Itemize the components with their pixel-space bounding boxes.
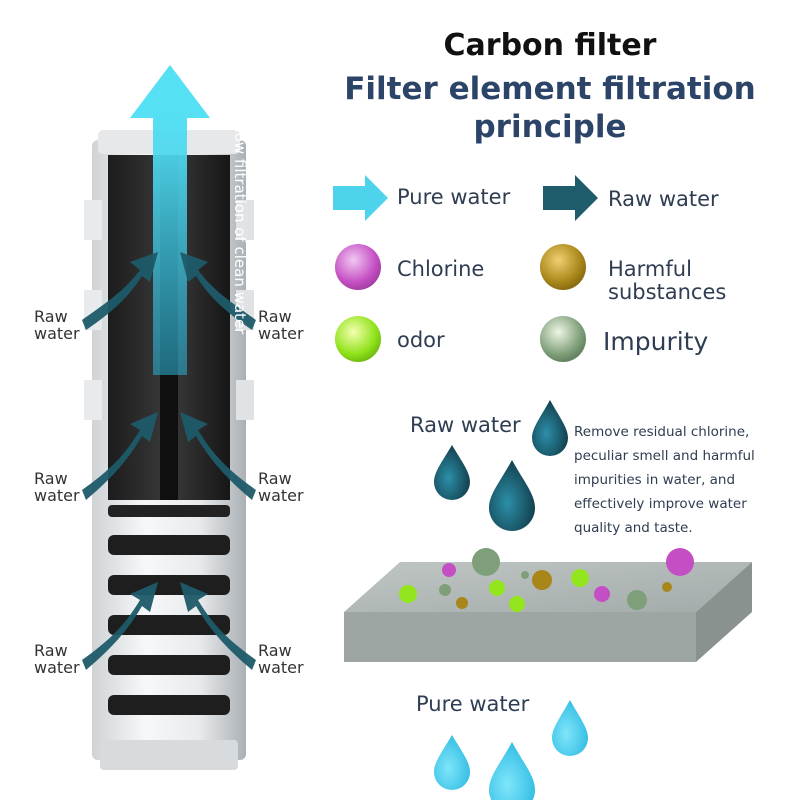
- raw-water-heading: Raw water: [410, 413, 521, 437]
- harmful-substances-ball-icon: [540, 244, 586, 290]
- chlorine-ball-icon: [335, 244, 381, 290]
- vertical-flow-label: High flow filtration of clean water: [231, 84, 249, 335]
- raw-water-label-left-top: Raw water: [34, 307, 80, 343]
- up-arrow-icon: [130, 65, 210, 375]
- raw-water-flow-arrows: [82, 252, 256, 670]
- odor-ball-icon: [335, 316, 381, 362]
- pure-water-drops: [434, 700, 588, 800]
- raw-water-label-right-top: Raw water: [258, 307, 304, 343]
- page-subtitle-line1: Filter element filtration: [344, 71, 756, 107]
- pure-water-heading: Pure water: [416, 692, 530, 716]
- legend-chlorine-label: Chlorine: [397, 257, 485, 281]
- page-subtitle-line2: principle: [473, 109, 627, 145]
- raw-water-drops: [434, 400, 568, 531]
- filter-base-slots: [108, 505, 230, 715]
- legend-odor-label: odor: [397, 328, 445, 352]
- particles: [399, 548, 694, 612]
- pure-water-arrow-icon: [333, 175, 388, 221]
- legend-harmful-label: Harmful substances: [608, 257, 727, 304]
- legend-raw-water-label: Raw water: [608, 187, 719, 211]
- impurity-ball-icon: [540, 316, 586, 362]
- raw-water-label-right-bottom: Raw water: [258, 641, 304, 677]
- filtration-description: Remove residual chlorine, peculiar smell…: [574, 424, 755, 536]
- raw-water-arrow-icon: [543, 175, 598, 221]
- raw-water-label-left-mid: Raw water: [34, 469, 80, 505]
- legend-impurity-label: Impurity: [603, 327, 709, 356]
- raw-water-label-left-bottom: Raw water: [34, 641, 80, 677]
- legend-pure-water-label: Pure water: [397, 185, 511, 209]
- page-title: Carbon filter: [443, 28, 657, 63]
- raw-water-label-right-mid: Raw water: [258, 469, 304, 505]
